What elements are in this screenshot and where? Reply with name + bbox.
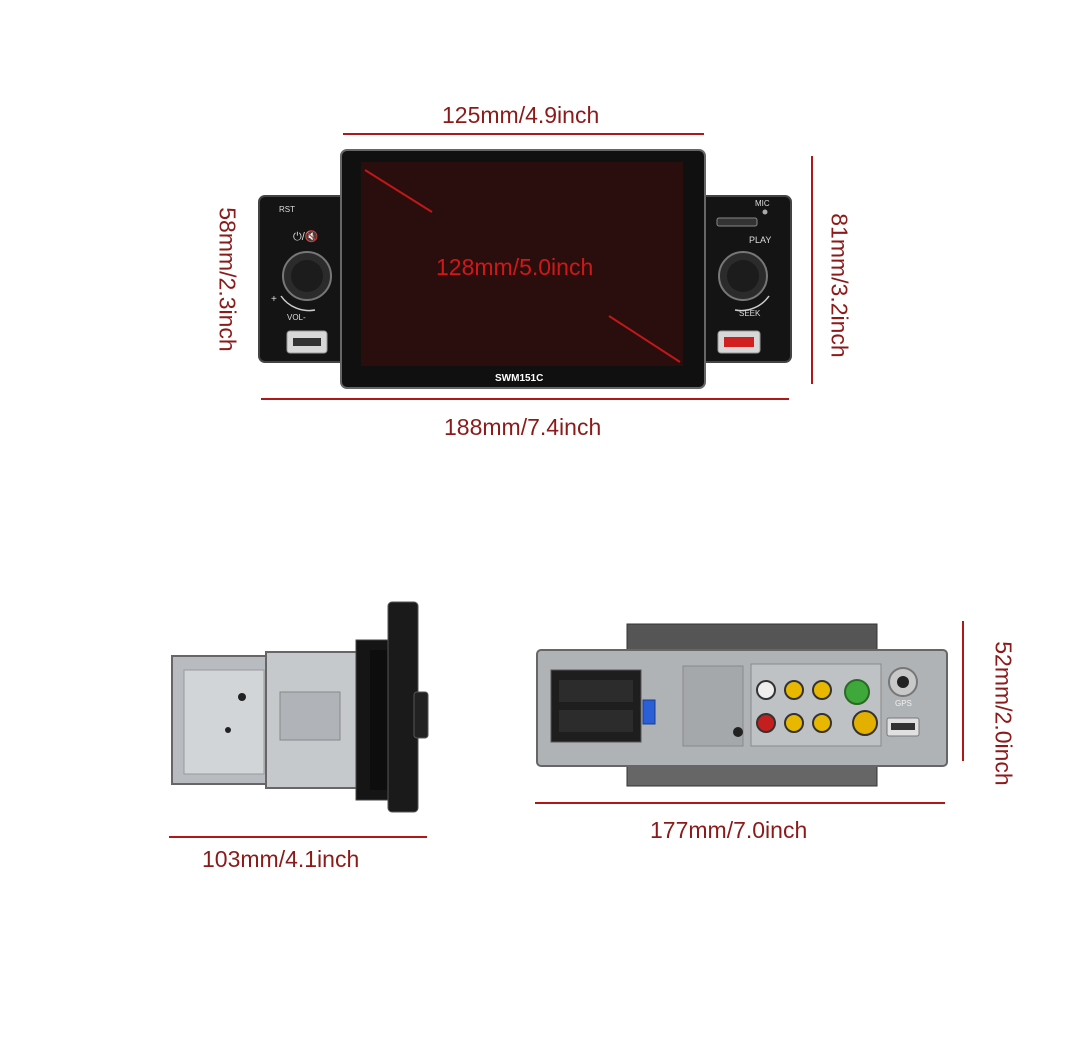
rca-yellow-1 xyxy=(784,680,804,700)
front-left-height-label: 58mm/2.3inch xyxy=(214,207,241,352)
seek-label: SEEK xyxy=(739,309,761,318)
diagonal-marker-top xyxy=(364,169,433,213)
rear-height-label: 52mm/2.0inch xyxy=(990,641,1017,786)
rca-yellow-4 xyxy=(812,713,832,733)
fuse xyxy=(642,699,656,725)
gps-label: GPS xyxy=(895,699,912,708)
rear-view-radio: GPS xyxy=(536,623,948,787)
rear-width-dimension-line xyxy=(535,802,945,804)
front-total-width-label: 188mm/7.4inch xyxy=(444,414,602,440)
model-label: SWM151C xyxy=(495,373,543,384)
front-top-width-label: 125mm/4.9inch xyxy=(442,102,600,128)
sd-card-slot xyxy=(716,217,758,227)
rca-yellow-2 xyxy=(812,680,832,700)
screen-display xyxy=(361,162,683,366)
side-knob xyxy=(413,691,429,739)
rst-label: RST xyxy=(279,205,295,214)
side-depth-label: 103mm/4.1inch xyxy=(202,846,360,872)
side-depth-dimension-line xyxy=(169,836,427,838)
rear-top-housing xyxy=(626,623,878,653)
power-mute-label: ⏻/🔇 xyxy=(293,230,319,243)
side-view-radio xyxy=(171,601,429,813)
play-label: PLAY xyxy=(749,235,771,245)
rca-yellow-3 xyxy=(784,713,804,733)
screen-diagonal-label: 128mm/5.0inch xyxy=(436,254,594,280)
front-view-radio: RST MIC ⏻/🔇 + VOL- PLAY SEEK SWM151C xyxy=(258,149,792,389)
rear-width-label: 177mm/7.0inch xyxy=(650,817,808,843)
plus-label: + xyxy=(271,294,277,305)
front-top-dimension-line xyxy=(343,133,704,135)
front-right-height-label: 81mm/3.2inch xyxy=(826,213,853,358)
rca-red xyxy=(756,713,776,733)
front-right-dimension-line xyxy=(811,156,813,384)
camera-input-green xyxy=(844,679,870,705)
rca-white-1 xyxy=(756,680,776,700)
antenna-port xyxy=(852,710,878,736)
diagonal-marker-bottom xyxy=(608,315,681,363)
rear-height-dimension-line xyxy=(962,621,964,761)
mic-hole xyxy=(762,209,768,215)
mic-jack xyxy=(733,727,743,737)
vol-label: VOL- xyxy=(287,313,306,322)
mic-label: MIC xyxy=(755,199,770,208)
front-bottom-dimension-line xyxy=(261,398,789,400)
